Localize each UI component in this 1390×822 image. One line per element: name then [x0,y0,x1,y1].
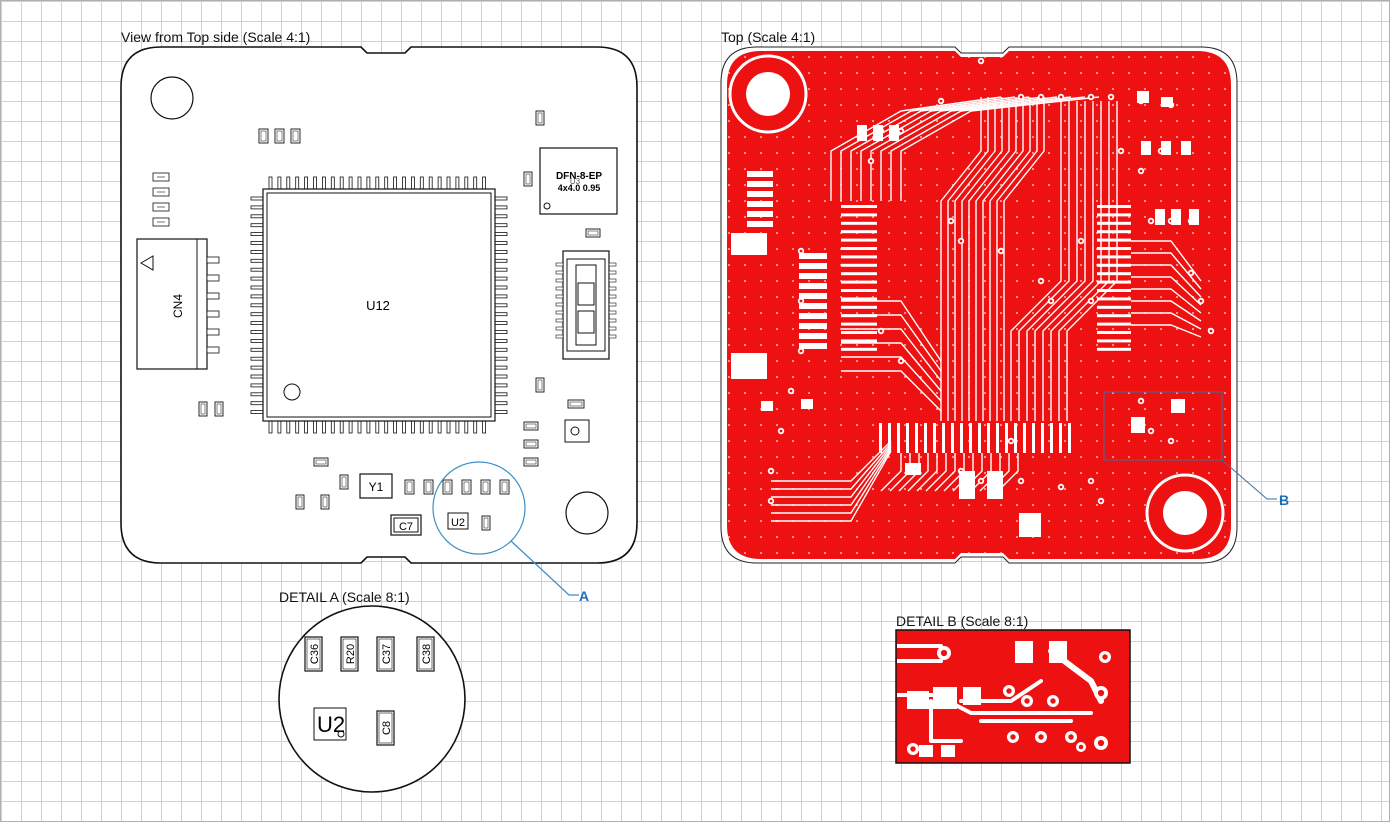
smd-part [585,228,601,238]
c7-label: C7 [399,521,413,533]
resistor-array [152,172,170,227]
fpc-pin [608,286,617,291]
detail-a-part-c37: C37 [376,636,395,672]
connector-cn4[interactable]: CN4 [136,238,220,370]
smd-part [290,128,301,144]
small-parts [198,110,601,531]
crystal-y1[interactable]: Y1 [359,473,393,499]
smd-part [523,457,539,467]
cn4-pin [206,274,220,282]
regulator-u2[interactable]: U2 [447,512,469,530]
smd-part [274,128,285,144]
fpc-pin [608,270,617,275]
detail-b-label: DETAIL B (Scale 8:1) [896,613,1029,629]
smd-part [535,377,545,393]
detail-b-view [895,629,1131,764]
smd-part [499,479,510,495]
fpc-pin [555,318,564,323]
copper-pour [727,51,1231,559]
fpc-pin [555,334,564,339]
cn4-label: CN4 [171,294,185,318]
fpc-pin [608,318,617,323]
detail-a-part-label: C37 [381,644,393,664]
u12-label: U12 [366,298,390,313]
mounting-hole [565,491,609,535]
callout-a[interactable]: A [579,588,590,604]
cn4-pin [206,310,220,318]
fpc-pin [608,326,617,331]
smd-part [339,474,349,490]
sot-part [564,419,590,443]
fpc-pin [555,310,564,315]
fpc-pin [608,294,617,299]
dfn8-line2: 4x4.0 0.95 [558,183,601,193]
smd-part [313,457,329,467]
cn4-pin [206,292,220,300]
capacitor-c7[interactable]: C7 [390,514,422,536]
fpc-pin [555,326,564,331]
smd-part [258,128,269,144]
fpc-pin [608,278,617,283]
smd-part [214,401,224,417]
detail-a-part-label: R20 [345,644,357,664]
dfn8-ref: U3 [570,177,581,186]
smd-part [480,479,491,495]
mounting-hole-drill [1163,491,1207,535]
smd-part [295,494,305,510]
detail-b-leader [1221,459,1277,500]
y1-label: Y1 [369,480,384,494]
mounting-hole [150,76,194,120]
cn4-pin [206,328,220,336]
fpc-pin [555,302,564,307]
top-side-view-label: View from Top side (Scale 4:1) [121,29,311,45]
fpc-pin [555,262,564,267]
detail-b-marker[interactable] [1103,391,1223,461]
top-view-label: Top (Scale 4:1) [721,29,816,45]
detail-a-part-label: C36 [309,644,321,664]
mounting-hole-drill [746,72,790,116]
fpc-pin [555,286,564,291]
fpc-pin [608,302,617,307]
u2-label: U2 [451,517,465,529]
fpc-pin [608,262,617,267]
detail-a-part-label: C38 [421,644,433,664]
smd-part [404,479,415,495]
fpc-pin [555,270,564,275]
smd-part [481,515,491,531]
callout-b[interactable]: B [1279,492,1290,508]
detail-a-marker[interactable] [432,461,526,555]
qfp-u12[interactable]: U12 [250,176,508,434]
smd-part [461,479,472,495]
detail-a-part-r20: R20 [340,636,359,672]
smd-part [523,171,533,187]
dfn8-package[interactable]: DFN-8-EP 4x4.0 0.95 U3 [539,147,618,215]
fpc-connector[interactable] [555,250,617,360]
fpc-pin [608,334,617,339]
cn4-pin [206,346,220,354]
fpc-pin [608,310,617,315]
detail-a-part-label: C8 [381,721,393,735]
smd-part [423,479,434,495]
smd-part [567,399,585,409]
smd-part [198,401,208,417]
fpc-pin [555,278,564,283]
fpc-pin [555,294,564,299]
detail-a-part-c8: C8 [376,710,395,746]
detail-a-u2-label: U2 [317,712,345,737]
detail-a-part-c36: C36 [304,636,323,672]
dfn8-line1: DFN-8-EP [556,171,602,182]
smd-part [523,421,539,431]
smd-part [535,110,545,126]
smd-part [442,479,453,495]
smd-part [320,494,330,510]
detail-a-label: DETAIL A (Scale 8:1) [279,589,410,605]
detail-a-leader [510,540,579,596]
smd-part [523,439,539,449]
detail-a-part-c38: C38 [416,636,435,672]
cn4-pin [206,256,220,264]
